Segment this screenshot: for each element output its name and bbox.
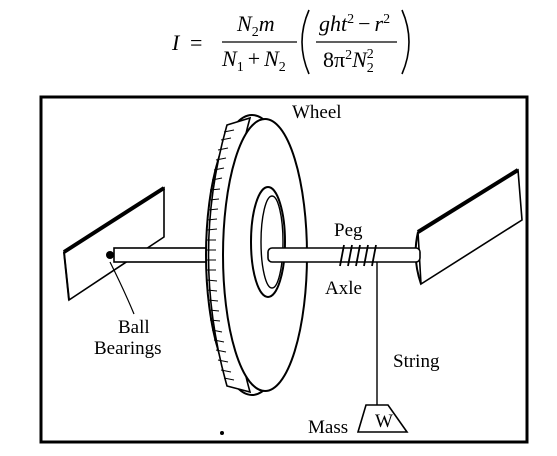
right-parenthesis: [401, 9, 410, 75]
fraction1-denominator: N1+N2: [221, 46, 286, 75]
fraction2-numerator: ght2−r2: [319, 11, 390, 36]
label-axle: Axle: [325, 278, 362, 299]
peg-coil: [339, 244, 377, 267]
formula-lhs: I: [171, 30, 181, 55]
label-peg: Peg: [334, 220, 363, 241]
label-mass: Mass: [308, 417, 348, 438]
label-wheel: Wheel: [292, 102, 342, 123]
fraction1-numerator: N2m: [236, 11, 275, 40]
left-parenthesis: [301, 9, 310, 75]
right-wall-support: [414, 168, 523, 286]
label-weight: W: [375, 411, 393, 432]
left-wall-support: [62, 186, 166, 302]
wheel: [205, 114, 308, 396]
ball-bearing: [106, 251, 114, 259]
ball-bearings-leader: [109, 261, 135, 315]
label-string: String: [393, 351, 440, 372]
stray-dot: [220, 431, 224, 435]
label-bearings: Bearings: [94, 338, 162, 359]
mass-weight: [356, 404, 409, 433]
formula-equals: =: [190, 30, 202, 55]
figure-frame: [39, 95, 529, 444]
axle-right: [267, 247, 421, 263]
label-ball: Ball: [118, 317, 150, 338]
moment-of-inertia-formula: I = N2m N1+N2 ght2−r2 8π2N22: [171, 9, 410, 76]
fraction2-denominator: 8π2N22: [323, 47, 374, 76]
